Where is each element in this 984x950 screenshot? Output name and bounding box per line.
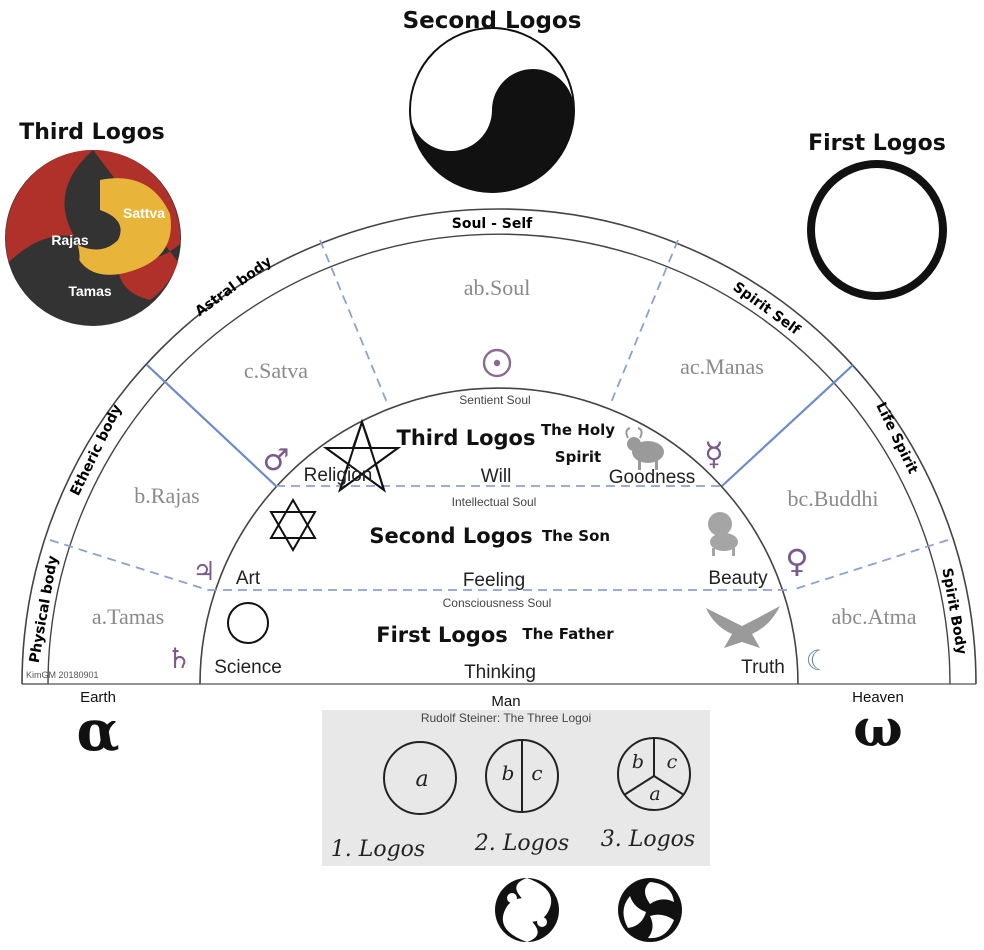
third-logos-header: Third Logos Sattva Rajas Tamas bbox=[5, 120, 181, 326]
sketch-2-b: b bbox=[502, 761, 515, 785]
the-son-label: The Son bbox=[542, 527, 610, 545]
sector-buddhi: bc.Buddhi bbox=[787, 486, 878, 511]
sector-tamas: a.Tamas bbox=[92, 604, 164, 629]
third-logos-heading: Third Logos bbox=[19, 120, 165, 145]
first-logos-heading: First Logos bbox=[808, 131, 946, 156]
first-logos-title: First Logos bbox=[376, 623, 508, 647]
second-logos-header: Second Logos α ω bbox=[403, 8, 581, 193]
sentient-soul-label: Sentient Soul bbox=[459, 393, 530, 407]
circle-icon bbox=[227, 602, 269, 644]
sketch-2-label: 2. Logos bbox=[474, 831, 569, 856]
goodness-label: Goodness bbox=[609, 467, 696, 488]
sketch-first-logos: a 1. Logos bbox=[331, 741, 457, 862]
omega-symbol: ω bbox=[853, 698, 903, 759]
sector-satva: c.Satva bbox=[244, 358, 308, 383]
rajas-label: Rajas bbox=[51, 232, 89, 248]
moon-icon: ☾ bbox=[805, 644, 830, 677]
sector-rajas: b.Rajas bbox=[134, 483, 199, 508]
semicircle-frame bbox=[21, 208, 977, 685]
spirit-label: Spirit bbox=[555, 448, 601, 466]
consciousness-soul-label: Consciousness Soul bbox=[443, 596, 552, 610]
alpha-symbol: α bbox=[76, 698, 119, 764]
three-fold-swirl-icon bbox=[618, 878, 682, 942]
life-spirit-label: Life Spirit bbox=[872, 400, 920, 477]
earth-label: Earth bbox=[80, 689, 116, 706]
leo-icon bbox=[708, 512, 738, 556]
sketch-3-a: a bbox=[649, 783, 660, 805]
jupiter-icon: ♃ bbox=[192, 557, 215, 587]
sector-dividers bbox=[49, 239, 949, 591]
sketch-3-b: b bbox=[632, 751, 644, 773]
sketch-second-logos: b c 2. Logos bbox=[474, 739, 569, 856]
intellectual-soul-label: Intellectual Soul bbox=[452, 495, 537, 509]
sketch-third-logos: b c a 3. Logos bbox=[601, 737, 695, 852]
will-label: Will bbox=[481, 466, 512, 487]
yin-yang-alpha: α bbox=[440, 101, 460, 131]
sketch-3-label: 3. Logos bbox=[601, 827, 695, 852]
venus-icon: ♀ bbox=[785, 542, 808, 580]
eagle-icon bbox=[706, 606, 780, 648]
yin-yang-omega: ω bbox=[521, 101, 544, 130]
sketch-1-label: 1. Logos bbox=[331, 837, 425, 862]
sketch-1-a: a bbox=[415, 767, 428, 792]
art-label: Art bbox=[236, 568, 261, 589]
planet-symbols: ♂ ☿ ♃ ♀ ♄ ☾ bbox=[166, 348, 831, 677]
sector-soul: ab.Soul bbox=[464, 275, 531, 300]
yin-yang-icon: α ω bbox=[409, 27, 575, 193]
gunas-swirl-icon: Sattva Rajas Tamas bbox=[5, 150, 181, 326]
thinking-label: Thinking bbox=[464, 662, 536, 683]
footer: Earth α Man Heaven ω bbox=[76, 689, 903, 764]
heaven-label: Heaven bbox=[852, 689, 904, 706]
credit-label: KimGM 20180901 bbox=[26, 670, 99, 680]
first-logos-band: Consciousness Soul First Logos The Fathe… bbox=[214, 596, 785, 683]
sun-icon bbox=[482, 348, 512, 378]
religion-label: Religion bbox=[304, 465, 373, 486]
sector-atma: abc.Atma bbox=[832, 604, 917, 629]
sattva-label: Sattva bbox=[123, 205, 165, 221]
second-logos-title: Second Logos bbox=[369, 524, 532, 548]
sector-manas: ac.Manas bbox=[680, 354, 764, 379]
beauty-label: Beauty bbox=[708, 568, 768, 589]
steiner-sketch-panel: Rudolf Steiner: The Three Logoi a 1. Log… bbox=[322, 710, 710, 866]
first-logos-ring-icon bbox=[807, 160, 947, 300]
taurus-icon bbox=[625, 427, 664, 470]
feeling-label: Feeling bbox=[463, 570, 525, 591]
science-label: Science bbox=[214, 657, 282, 678]
truth-label: Truth bbox=[741, 657, 785, 678]
etheric-body-label: Etheric body bbox=[67, 402, 125, 498]
third-logos-band: Sentient Soul Third Logos The Holy Spiri… bbox=[304, 393, 696, 493]
saturn-icon: ♄ bbox=[166, 642, 191, 675]
mars-icon: ♂ bbox=[263, 443, 290, 478]
third-logos-title: Third Logos bbox=[397, 426, 536, 450]
sketch-2-c: c bbox=[531, 761, 542, 785]
second-logos-band: Intellectual Soul Second Logos The Son A… bbox=[236, 495, 768, 591]
steiner-caption: Rudolf Steiner: The Three Logoi bbox=[421, 711, 591, 725]
the-holy-label: The Holy bbox=[541, 421, 615, 439]
sector-labels: ab.Soul c.Satva b.Rajas a.Tamas ac.Manas… bbox=[92, 275, 917, 629]
sketch-3-c: c bbox=[667, 751, 678, 773]
astral-body-label: Astral body bbox=[192, 254, 275, 320]
two-fold-swirl-icon bbox=[495, 878, 559, 942]
man-label: Man bbox=[491, 693, 520, 710]
tamas-label: Tamas bbox=[68, 283, 112, 299]
the-father-label: The Father bbox=[522, 625, 614, 643]
first-logos-header: First Logos bbox=[807, 131, 947, 300]
mercury-icon: ☿ bbox=[704, 435, 724, 473]
physical-body-label: Physical body bbox=[27, 554, 62, 664]
star-of-david-icon bbox=[269, 498, 317, 552]
soul-self-label: Soul - Self bbox=[452, 216, 533, 232]
